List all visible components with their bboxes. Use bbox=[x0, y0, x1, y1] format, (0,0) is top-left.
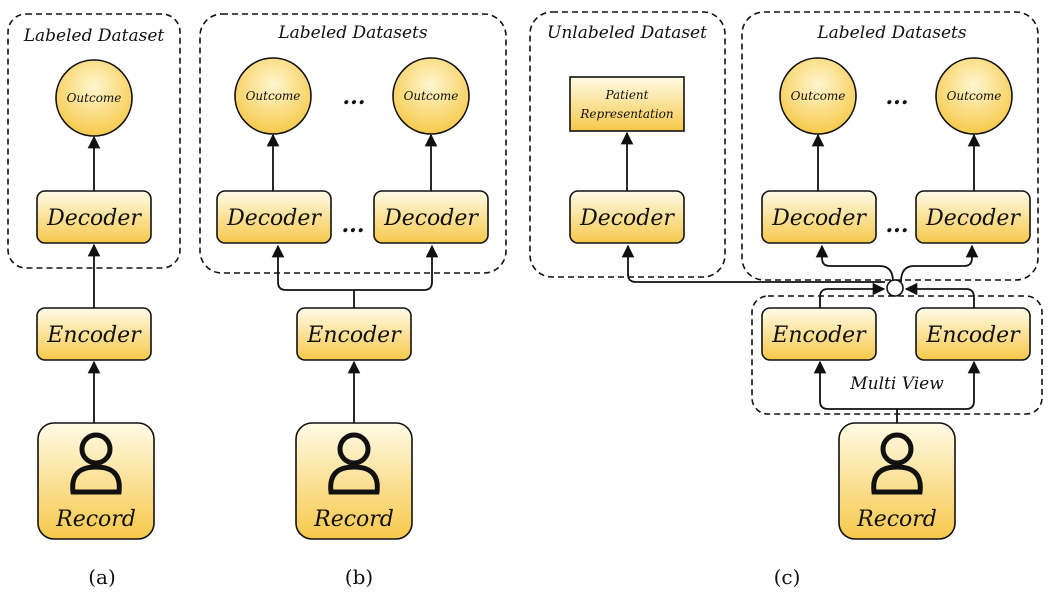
record-label: Record bbox=[856, 507, 937, 532]
encoder-box bbox=[36, 307, 152, 361]
labeled-datasets-container bbox=[199, 13, 507, 274]
panel-c: Unlabeled Dataset Patient Representation… bbox=[529, 11, 1043, 589]
arrow-combine-to-decoder-unlabeled bbox=[621, 244, 885, 283]
outcome-label: Outcome bbox=[67, 91, 122, 105]
decoder-box-right bbox=[373, 190, 489, 244]
outcome-label-right: Outcome bbox=[404, 89, 459, 103]
arrow-encoder-to-decoder-right bbox=[354, 244, 439, 291]
record-label: Record bbox=[55, 507, 136, 532]
ellipsis-decoders: ... bbox=[886, 212, 909, 238]
decoder-label-left: Decoder bbox=[771, 206, 867, 231]
decoder-box-left bbox=[216, 190, 332, 244]
arrow-encoder-to-decoder-left bbox=[271, 244, 355, 308]
person-icon bbox=[328, 432, 380, 495]
unlabeled-label: Unlabeled Dataset bbox=[547, 23, 707, 43]
labeled-label: Labeled Datasets bbox=[816, 23, 966, 43]
container-label: Labeled Datasets bbox=[277, 23, 427, 43]
labeled-dataset-container bbox=[7, 13, 181, 269]
multiview-label: Multi View bbox=[849, 374, 944, 394]
person-icon bbox=[871, 432, 923, 495]
panel-b: Labeled Datasets Outcome ... Outcome Dec… bbox=[199, 13, 507, 589]
record-label: Record bbox=[313, 507, 394, 532]
decoder-box-right bbox=[915, 190, 1031, 244]
arrow-record-to-encoder-right bbox=[897, 360, 981, 410]
container-label: Labeled Dataset bbox=[23, 26, 165, 46]
record-box bbox=[37, 422, 155, 540]
outcome-label-left: Outcome bbox=[791, 89, 846, 103]
arrow-combine-to-decoder-left bbox=[815, 244, 894, 283]
arrow-record-to-encoder-left bbox=[813, 360, 898, 423]
encoder-label-left: Encoder bbox=[771, 323, 867, 348]
patient-representation-box bbox=[569, 76, 685, 132]
caption-a: (a) bbox=[88, 565, 116, 589]
ellipsis-decoders: ... bbox=[342, 212, 365, 238]
patient-rep-line2: Representation bbox=[579, 107, 673, 121]
encoder-label: Encoder bbox=[306, 323, 402, 348]
ellipsis-outcomes: ... bbox=[343, 84, 366, 110]
arrow-encoder-left-to-combine bbox=[819, 282, 886, 308]
encoder-box-left bbox=[761, 307, 877, 361]
person-icon bbox=[70, 432, 122, 495]
caption-b: (b) bbox=[345, 565, 373, 589]
outcome-label-left: Outcome bbox=[246, 89, 301, 103]
decoder-label-unlabeled: Decoder bbox=[579, 206, 675, 231]
panel-a: Labeled Dataset Outcome Decoder Encoder … bbox=[7, 13, 181, 589]
record-box bbox=[838, 422, 956, 540]
patient-rep-line1: Patient bbox=[604, 88, 648, 102]
decoder-label-left: Decoder bbox=[226, 206, 322, 231]
record-box bbox=[295, 422, 413, 540]
encoder-box-right bbox=[915, 307, 1031, 361]
ellipsis-outcomes: ... bbox=[886, 84, 909, 110]
encoder-label: Encoder bbox=[46, 323, 142, 348]
unlabeled-dataset-container bbox=[529, 11, 726, 278]
outcome-label-right: Outcome bbox=[947, 89, 1002, 103]
decoder-label-right: Decoder bbox=[383, 206, 479, 231]
decoder-label: Decoder bbox=[46, 206, 142, 231]
labeled-datasets-container bbox=[741, 11, 1039, 281]
combine-node bbox=[886, 279, 904, 297]
arrow-encoder-right-to-combine bbox=[904, 282, 975, 308]
arrow-combine-to-decoder-right bbox=[900, 244, 979, 283]
decoder-box bbox=[36, 190, 152, 244]
encoder-label-right: Encoder bbox=[925, 323, 1021, 348]
caption-c: (c) bbox=[774, 565, 801, 589]
encoder-box bbox=[296, 307, 412, 361]
decoder-box-left bbox=[761, 190, 877, 244]
decoder-label-right: Decoder bbox=[925, 206, 1021, 231]
decoder-box-unlabeled bbox=[569, 190, 685, 244]
